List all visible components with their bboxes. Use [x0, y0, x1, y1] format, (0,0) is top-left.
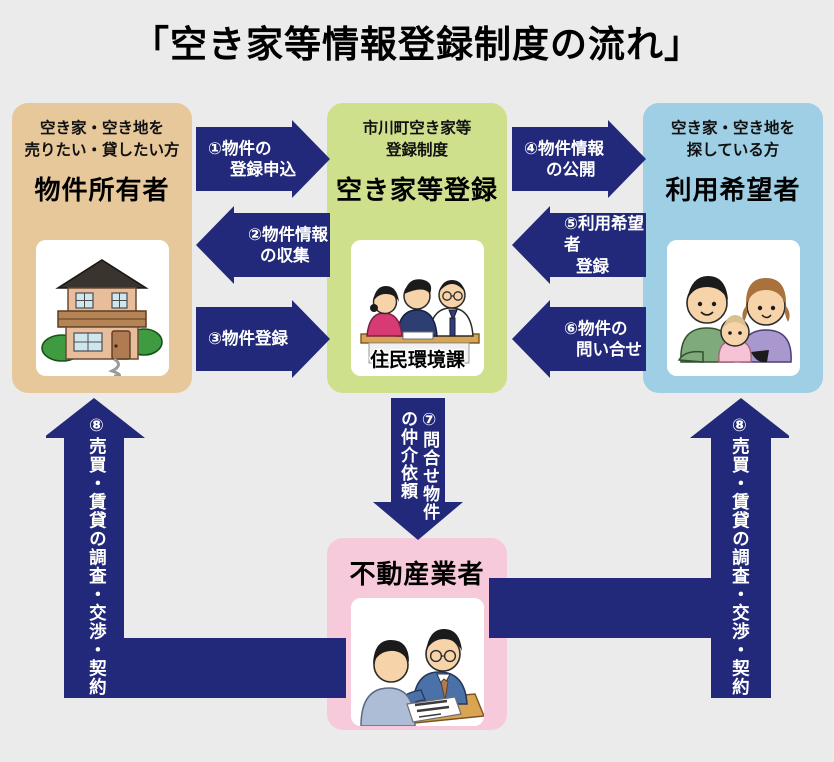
counter-consultation-illustration: 住民環境課	[351, 240, 484, 376]
arrow-8-left-transaction-process: ⑧売買・賃貸の調査・交渉・契約	[46, 398, 346, 698]
box-town-illustration-caption: 住民環境課	[369, 349, 465, 371]
box-town-kicker: 市川町空き家等 登録制度	[362, 119, 472, 160]
box-seeker-kicker: 空き家・空き地を 探している方	[670, 119, 795, 160]
arrow-7-mediation-request: ⑦問合せ物件 の仲介依頼	[373, 398, 463, 540]
arrow-3-property-registration: ③物件登録	[196, 300, 330, 378]
box-seeker-title: 利用希望者	[665, 175, 801, 206]
box-owner-kicker: 空き家・空き地を 売りたい・貸したい方	[24, 119, 180, 160]
arrow-8-right-transaction-process: ⑧売買・賃貸の調査・交渉・契約	[489, 398, 789, 698]
box-town-title: 空き家等登録	[335, 175, 498, 206]
agent-meeting-illustration	[351, 598, 484, 726]
arrow-1-property-registration-application: ①物件の 登録申込	[196, 120, 330, 198]
arrow-4-property-info-disclosure: ④物件情報 の公開	[512, 120, 646, 198]
family-illustration	[667, 240, 800, 376]
page-title: 「空き家等情報登録制度の流れ」	[132, 23, 702, 66]
arrow-5-applicant-registration: ⑤利用希望者 登録	[512, 206, 646, 284]
box-agent-title: 不動産業者	[349, 560, 485, 590]
arrow-6-property-inquiry: ⑥物件の 問い合せ	[512, 300, 646, 378]
arrow-2-property-info-collection: ②物件情報 の収集	[196, 206, 330, 284]
box-owner-title: 物件所有者	[34, 175, 170, 206]
house-illustration	[36, 240, 169, 376]
